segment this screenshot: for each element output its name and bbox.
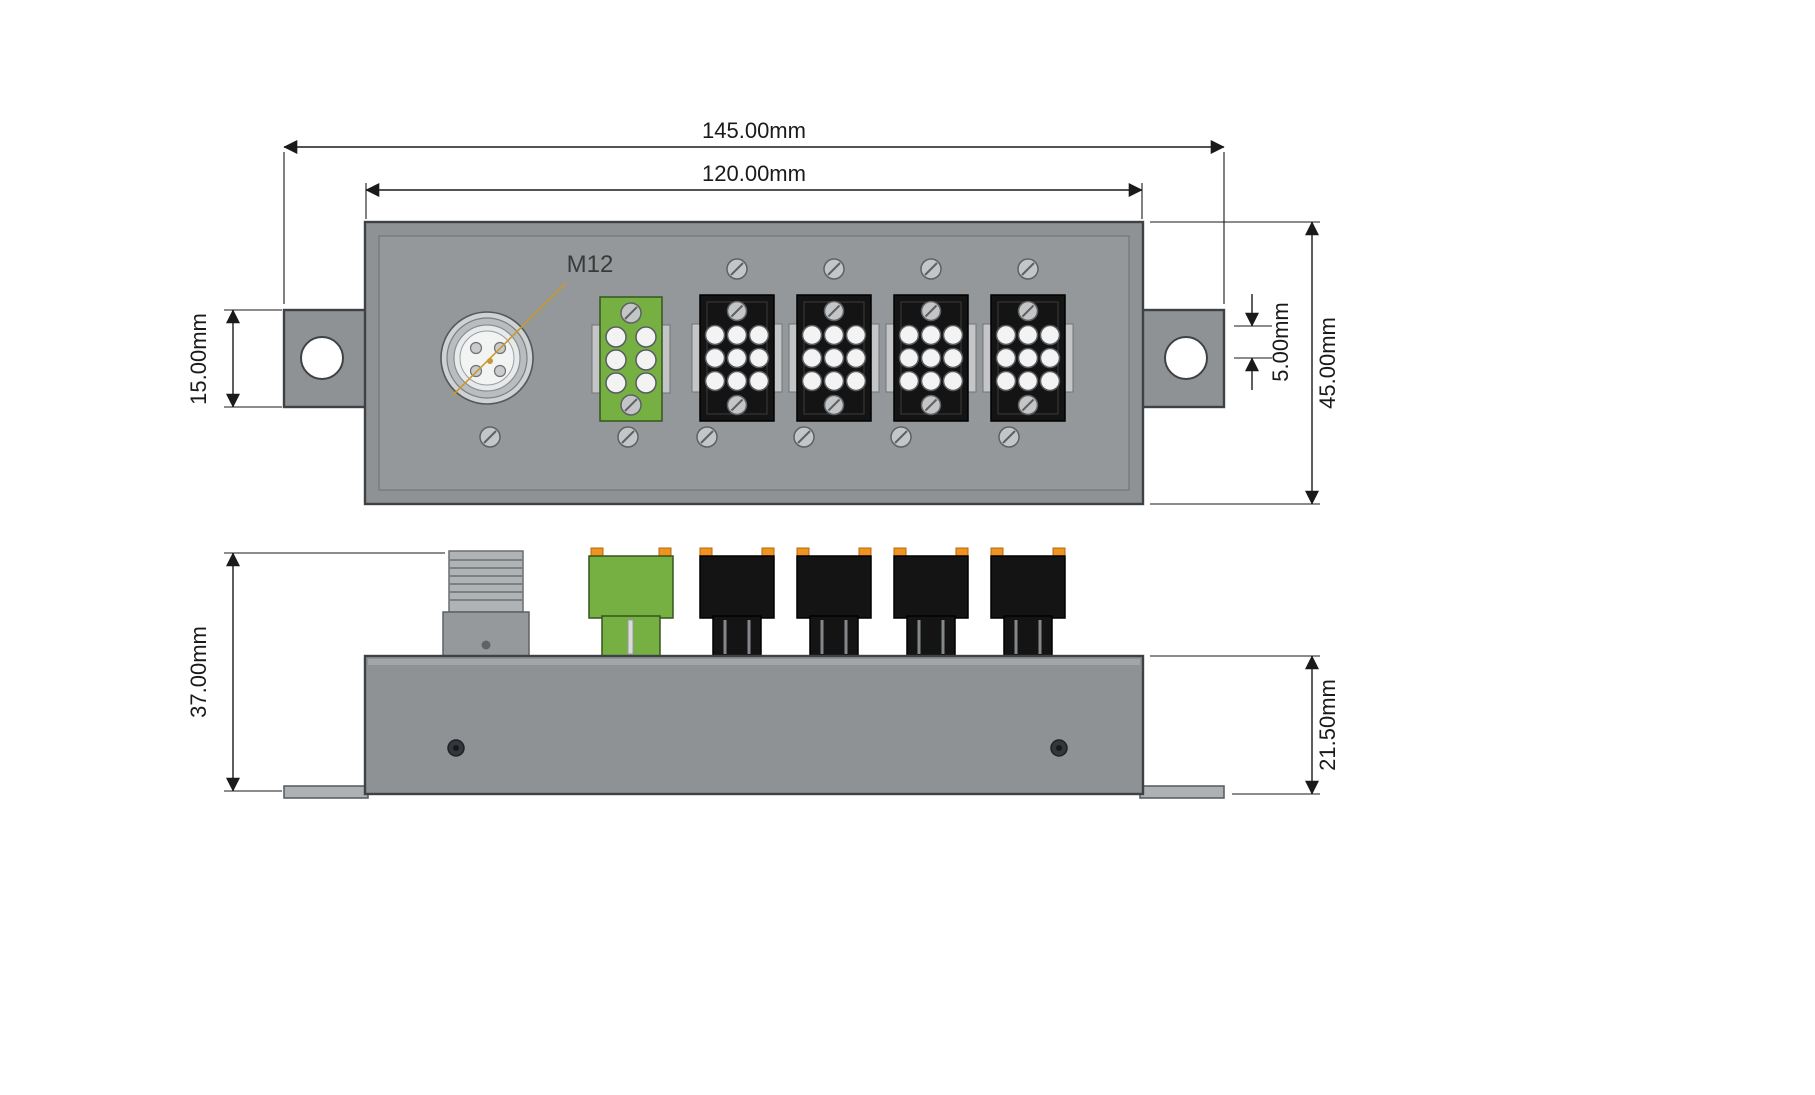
dim-hole-offset: 5.00mm — [1234, 294, 1293, 390]
dim-side-body-height-label: 21.50mm — [1315, 679, 1340, 771]
dim-body-height-label: 45.00mm — [1315, 317, 1340, 409]
dim-ear-height-label: 15.00mm — [186, 313, 211, 405]
panel-screw — [823, 258, 845, 280]
chassis-screw-right — [1050, 739, 1068, 757]
m12-leader-line — [451, 282, 567, 397]
panel-screw — [998, 426, 1020, 448]
m12-connector-front — [440, 311, 534, 405]
panel-screw — [793, 426, 815, 448]
front-view: M12 — [282, 220, 1226, 506]
panel-screw — [890, 426, 912, 448]
m12-label: M12 — [567, 251, 614, 278]
panel-screw — [617, 426, 639, 448]
mounting-hole-right — [1164, 336, 1208, 380]
chassis-screw-left — [447, 739, 465, 757]
dim-body-height: 45.00mm — [1150, 221, 1340, 505]
io-connector-side-4 — [989, 546, 1067, 658]
io-connector-side-2 — [795, 546, 873, 658]
panel-screw — [920, 258, 942, 280]
dimensions: 145.00mm 120.00mm 45.00mm 15.00mm — [186, 118, 1340, 795]
base-flange-right — [1139, 785, 1225, 799]
dim-side-total-height: 37.00mm — [186, 552, 445, 792]
panel-screw — [726, 258, 748, 280]
mounting-hole-left — [300, 336, 344, 380]
power-terminal-front — [591, 296, 671, 422]
dim-body-width: 120.00mm — [365, 161, 1143, 219]
panel-screw — [1017, 258, 1039, 280]
power-terminal-side — [588, 547, 674, 657]
chassis-top-chamfer — [368, 659, 1140, 665]
panel-screw — [696, 426, 718, 448]
dim-body-width-label: 120.00mm — [702, 161, 806, 186]
dim-overall-width: 145.00mm — [283, 118, 1225, 304]
panel-screw — [479, 426, 501, 448]
dim-overall-width-label: 145.00mm — [702, 118, 806, 143]
io-connector-front-3 — [885, 294, 977, 422]
io-connector-side-1 — [698, 546, 776, 658]
m12-connector-side — [442, 550, 530, 657]
base-flange-left — [283, 785, 369, 799]
io-connector-side-3 — [892, 546, 970, 658]
dim-side-total-height-label: 37.00mm — [186, 626, 211, 718]
io-connector-front-2 — [788, 294, 880, 422]
side-view — [283, 546, 1225, 799]
dim-ear-height: 15.00mm — [186, 309, 282, 408]
io-connector-front-1 — [691, 294, 783, 422]
dim-side-body-height: 21.50mm — [1150, 655, 1340, 795]
device-body-side — [363, 654, 1145, 796]
io-connector-front-4 — [982, 294, 1074, 422]
dim-hole-offset-label: 5.00mm — [1268, 302, 1293, 381]
